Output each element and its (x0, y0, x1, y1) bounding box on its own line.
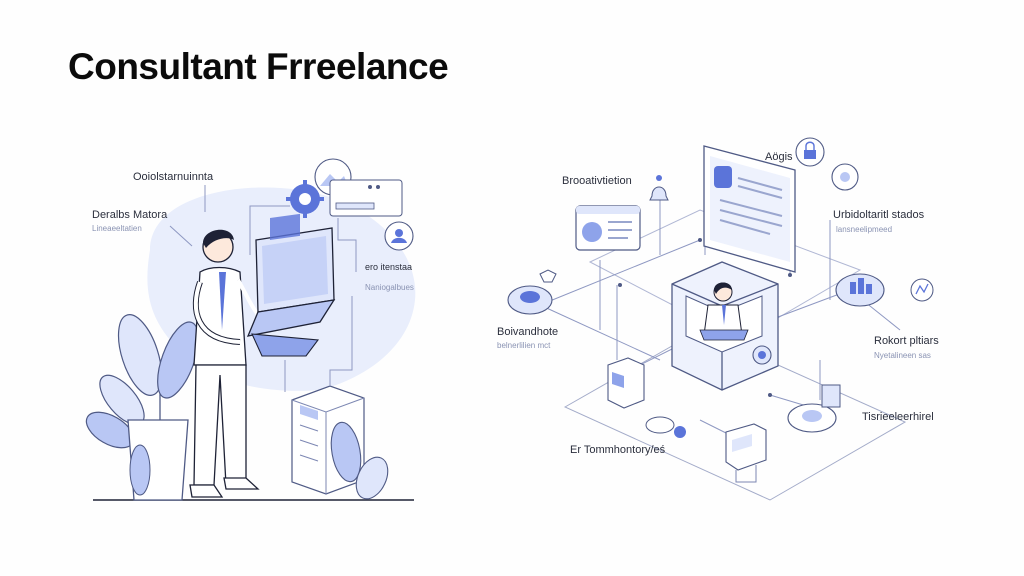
label-left: Deralbs Matora (92, 209, 168, 221)
label-right: ero itenstaa (365, 262, 412, 272)
browser-card (575, 205, 641, 251)
consultant-figure (189, 229, 279, 498)
slide-title: Consultant Frreelance (68, 46, 449, 87)
bell-icon (649, 175, 669, 201)
label-bottom-left: Er Tommhontory/eś (570, 444, 666, 456)
platform-outline (563, 329, 907, 501)
cloud-node (645, 416, 686, 438)
dashboard-badge (835, 273, 885, 307)
settings-icon (831, 163, 859, 191)
label-left-mid: Boivandhote (497, 326, 558, 338)
disk-drive (507, 269, 557, 315)
label-left-mid-sub: belnerlilien mct (497, 341, 551, 350)
left-connectors (169, 185, 357, 392)
label-top-left: Brooativtietion (562, 175, 632, 187)
printer (725, 423, 767, 483)
chart-icon (910, 278, 934, 302)
mini-server (607, 357, 645, 409)
label-right-mid-sub: Nyetalineen sas (874, 351, 931, 360)
label-left-sub: Lineaeeltatien (92, 224, 142, 233)
monitor-panel (703, 145, 796, 273)
label-top-center: Aögis (765, 151, 793, 163)
label-top-right-sub: lansneelipmeed (836, 225, 892, 234)
lock-icon (795, 137, 825, 167)
plant-left (85, 314, 199, 501)
right-scene: Brooativtietion Aögis Urbidoltaritl stad… (497, 137, 939, 501)
label-top: Ooiolstarnuinnta (133, 171, 214, 183)
left-scene: Ooiolstarnuinnta Deralbs Matora Lineaeel… (85, 158, 416, 501)
central-workstation (671, 261, 779, 391)
label-right-sub: Naniogalbues (365, 283, 414, 292)
label-right-bottom: Tisrieeleerhirel (862, 411, 934, 423)
user-icon (384, 221, 414, 251)
label-right-mid: Rokort pltiars (874, 335, 939, 347)
plant-right (330, 421, 389, 500)
laptop (246, 213, 336, 357)
gear-icon (286, 180, 324, 218)
label-top-right: Urbidoltaritl stados (833, 209, 925, 221)
storage-disk (787, 384, 841, 433)
window-card (329, 179, 403, 217)
